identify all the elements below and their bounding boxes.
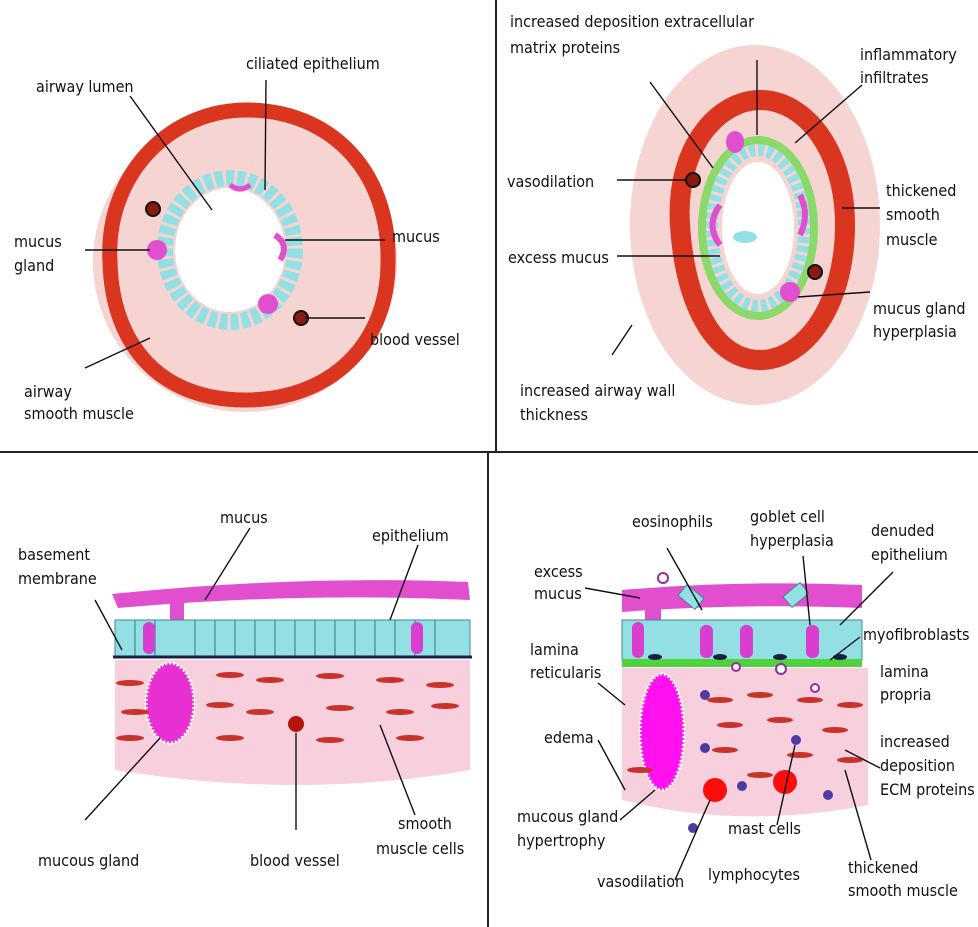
panel-normal-airway [85,80,397,412]
label-bl-basement-line2: membrane [18,569,97,588]
label-inflammatory-line1: inflammatory [860,45,957,64]
label-airway-smooth-muscle-line2: smooth muscle [24,404,134,423]
label-br-eosinophils: eosinophils [632,512,713,531]
label-ecm-line2: matrix proteins [510,38,620,57]
label-thickened-line2: smooth [886,205,940,224]
label-br-goblet-line1: goblet cell [750,507,825,526]
label-ciliated-epithelium: ciliated epithelium [246,54,380,73]
label-br-excess-line2: mucus [534,584,582,603]
label-br-ecm-line2: deposition [880,756,955,775]
label-br-hypertrophy-line2: hypertrophy [517,831,606,850]
label-bl-mucous-gland: mucous gland [38,851,139,870]
label-wall-line2: thickness [520,405,588,424]
label-ecm-line1: increased deposition extracellular [510,12,754,31]
label-br-edema: edema [544,728,594,747]
label-blood-vessel: blood vessel [370,330,460,349]
label-br-vasodilation: vasodilation [597,872,684,891]
label-br-lymphocytes: lymphocytes [708,865,800,884]
label-thickened-line3: muscle [886,230,938,249]
label-bl-epithelium: epithelium [372,526,449,545]
label-mucus-gland-line2: gland [14,256,54,275]
label-inflammatory-line2: infiltrates [860,68,929,87]
label-br-hypertrophy-line1: mucous gland [517,807,618,826]
label-bl-mucus: mucus [220,508,268,527]
label-bl-smooth-line1: smooth [398,814,452,833]
label-mucus-gland-line1: mucus [14,232,62,251]
label-bl-blood-vessel: blood vessel [250,851,340,870]
label-br-lamina-ret-line1: lamina [530,640,579,659]
label-excess-mucus: excess mucus [508,248,609,267]
label-br-lamina-ret-line2: reticularis [530,663,601,682]
label-br-myofibroblasts: myofibroblasts [863,625,970,644]
label-br-ecm-line3: ECM proteins [880,780,975,799]
label-hyperplasia-line2: hyperplasia [873,322,957,341]
label-bl-smooth-line2: muscle cells [376,839,464,858]
label-br-thickened-line1: thickened [848,858,918,877]
label-br-excess-line1: excess [534,562,583,581]
label-br-lamina-prop-line1: lamina [880,662,929,681]
label-airway-smooth-muscle-line1: airway [24,382,72,401]
label-thickened-line1: thickened [886,181,956,200]
label-mucus: mucus [392,227,440,246]
label-br-lamina-prop-line2: propria [880,685,931,704]
label-br-goblet-line2: hyperplasia [750,531,834,550]
label-br-thickened-line2: smooth muscle [848,881,958,900]
label-br-ecm-line1: increased [880,732,950,751]
panel-asthmatic-airway [612,45,880,405]
label-br-mast-cells: mast cells [728,819,801,838]
panel-normal-wall [85,528,472,830]
label-vasodilation: vasodilation [507,172,594,191]
label-bl-basement-line1: basement [18,545,90,564]
label-hyperplasia-line1: mucus gland [873,299,965,318]
label-airway-lumen: airway lumen [36,77,134,96]
label-br-denuded-line2: epithelium [871,545,948,564]
label-br-denuded-line1: denuded [871,521,934,540]
label-wall-line1: increased airway wall [520,381,675,400]
